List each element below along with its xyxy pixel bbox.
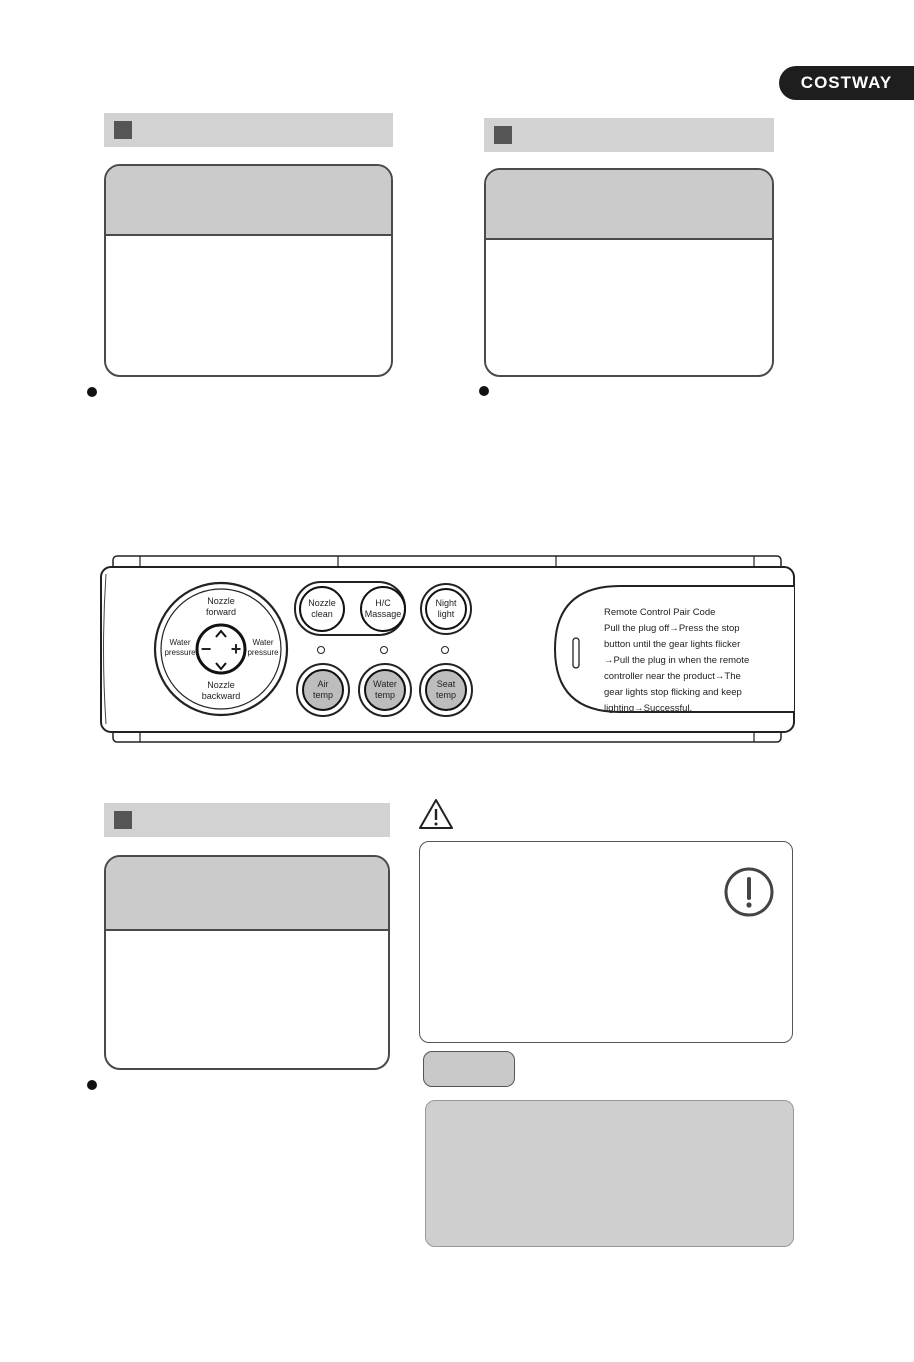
water-pressure-increase-button[interactable]: +: [228, 639, 244, 659]
section-header-1: [104, 113, 393, 147]
pair-code-line: controller near the product→The: [604, 671, 741, 682]
nozzle-clean-button[interactable]: Nozzle clean: [299, 586, 345, 632]
dial-label-water-pressure-left: Water pressure: [164, 638, 196, 657]
water-pressure-decrease-button[interactable]: −: [199, 639, 213, 659]
info-card-1: [104, 164, 393, 377]
info-card-header: [486, 170, 772, 240]
pair-code-title: Remote Control Pair Code: [604, 607, 716, 618]
pair-code-line: button until the gear lights flicker: [604, 639, 741, 650]
hc-massage-button[interactable]: H/C Massage: [360, 586, 406, 632]
nozzle-backward-button[interactable]: [213, 659, 229, 671]
hc-massage-label: H/C Massage: [364, 598, 402, 619]
night-light-button[interactable]: Night light: [420, 583, 472, 635]
pair-code-line: gear lights stop flicking and keep: [604, 687, 742, 698]
plus-icon: +: [230, 639, 242, 659]
exclamation-circle-icon: [723, 866, 775, 918]
section-header-3: [104, 803, 390, 837]
section-marker-icon: [114, 121, 132, 139]
dial-label-nozzle-backward: Nozzle backward: [201, 680, 241, 701]
section-header-2: [484, 118, 774, 152]
bullet-point: [87, 1080, 97, 1090]
dial-label-nozzle-forward: Nozzle forward: [205, 596, 236, 617]
info-card-header: [106, 166, 391, 236]
pair-code-line: Pull the plug off→Press the stop: [604, 623, 740, 634]
nozzle-clean-label: Nozzle clean: [308, 598, 336, 619]
pair-code-line: lighting→Successful.: [604, 703, 693, 714]
bullet-point: [87, 387, 97, 397]
nozzle-forward-button[interactable]: [213, 627, 229, 639]
warning-triangle-icon: [418, 797, 454, 831]
pair-code-instructions: Remote Control Pair Code Pull the plug o…: [604, 605, 784, 717]
water-temp-label: Water temp: [373, 679, 397, 700]
section-marker-icon: [494, 126, 512, 144]
gear-light-indicator: [317, 646, 325, 654]
info-card-header: [106, 857, 388, 931]
water-temp-button[interactable]: Water temp: [358, 663, 412, 717]
pair-code-line: →Pull the plug in when the remote: [604, 655, 750, 666]
up-arrow-icon: [215, 629, 227, 638]
seat-temp-label: Seat temp: [435, 679, 456, 700]
note-box: [425, 1100, 794, 1247]
gear-light-indicator: [441, 646, 449, 654]
section-marker-icon: [114, 811, 132, 829]
info-card-2: [484, 168, 774, 377]
gear-light-indicator: [380, 646, 388, 654]
night-light-label: Night light: [435, 598, 457, 619]
warning-box: [419, 841, 793, 1043]
remote-control: Nozzle forward Nozzle backward Water pre…: [100, 554, 795, 744]
dial-label-water-pressure-right: Water pressure: [247, 638, 279, 657]
seat-temp-button[interactable]: Seat temp: [419, 663, 473, 717]
brand-logo: COSTWAY: [779, 66, 914, 100]
air-temp-button[interactable]: Air temp: [296, 663, 350, 717]
bullet-point: [479, 386, 489, 396]
down-arrow-icon: [215, 662, 227, 671]
info-card-3: [104, 855, 390, 1070]
minus-icon: −: [200, 639, 212, 659]
air-temp-label: Air temp: [312, 679, 333, 700]
note-label-pill: [423, 1051, 515, 1087]
